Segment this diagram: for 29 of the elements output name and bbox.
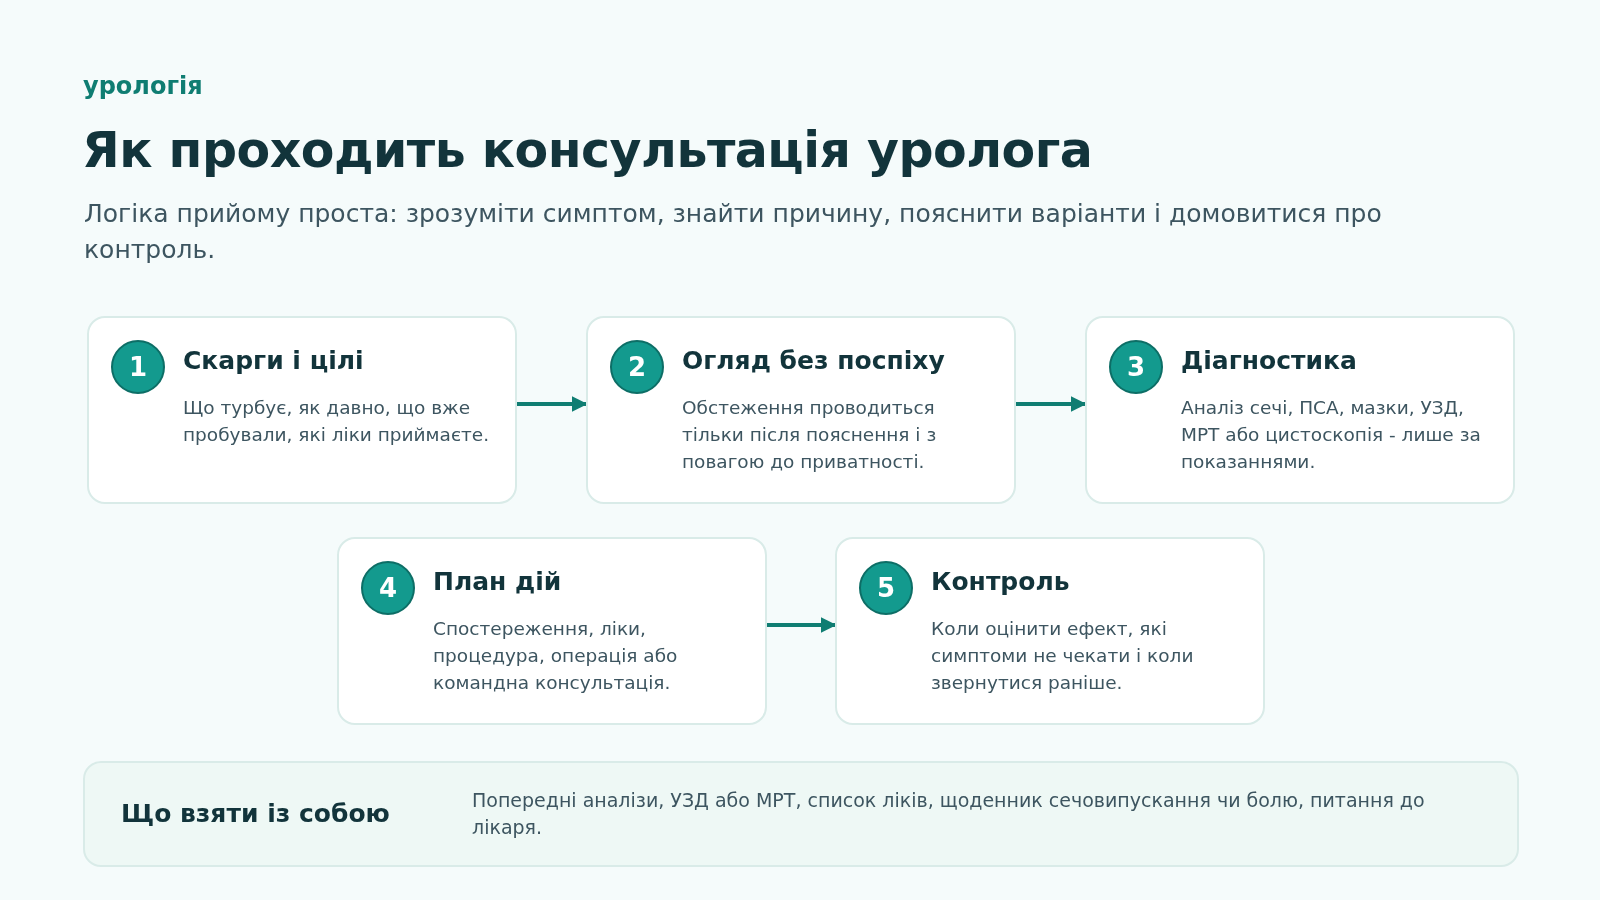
step-card <box>87 316 517 504</box>
step-heading: Огляд без поспіху <box>682 346 945 375</box>
arrow <box>1016 396 1087 412</box>
arrow <box>767 617 837 633</box>
step-number-badge: 4 <box>361 561 415 615</box>
step-heading: План дій <box>433 567 562 596</box>
step-description: Коли оцінити ефект, які симптоми не чекати і коли звернутися раніше. <box>931 617 1195 695</box>
step-heading: Діагностика <box>1181 346 1357 375</box>
step-card <box>337 537 767 725</box>
arrow <box>517 396 588 412</box>
step-number-badge: 5 <box>859 561 913 615</box>
step-description: Спостереження, ліки, процедура, операція або командна консультація. <box>433 617 679 695</box>
band-heading: Що взяти із собою <box>121 799 390 828</box>
step-number-badge: 1 <box>111 340 165 394</box>
info-band <box>83 761 1519 867</box>
page-title: Як проходить консультація уролога <box>82 122 1093 179</box>
step-description: Аналіз сечі, ПСА, мазки, УЗД, МРТ або цистоскопія - лише за показаннями. <box>1181 396 1482 474</box>
step-card <box>586 316 1016 504</box>
step-number-badge: 3 <box>1109 340 1163 394</box>
step-heading: Скарги і цілі <box>183 346 364 375</box>
subtitle: Логіка прийому проста: зрозуміти симптом, знайти причину, пояснити варіанти і домовитися про контроль. <box>84 198 1383 266</box>
band-description: Попередні аналізи, УЗД або МРТ, список ліків, щоденник сечовипускання чи болю, питання до лікаря. <box>472 788 1426 840</box>
step-card <box>835 537 1265 725</box>
step-description: Обстеження проводиться тільки після пояснення і з повагою до приватності. <box>682 396 938 474</box>
step-number-badge: 2 <box>610 340 664 394</box>
step-description: Що турбує, як давно, що вже пробували, які ліки приймаєте. <box>183 396 491 447</box>
step-heading: Контроль <box>931 567 1070 596</box>
step-card <box>1085 316 1515 504</box>
eyebrow-label: урологія <box>83 72 203 100</box>
